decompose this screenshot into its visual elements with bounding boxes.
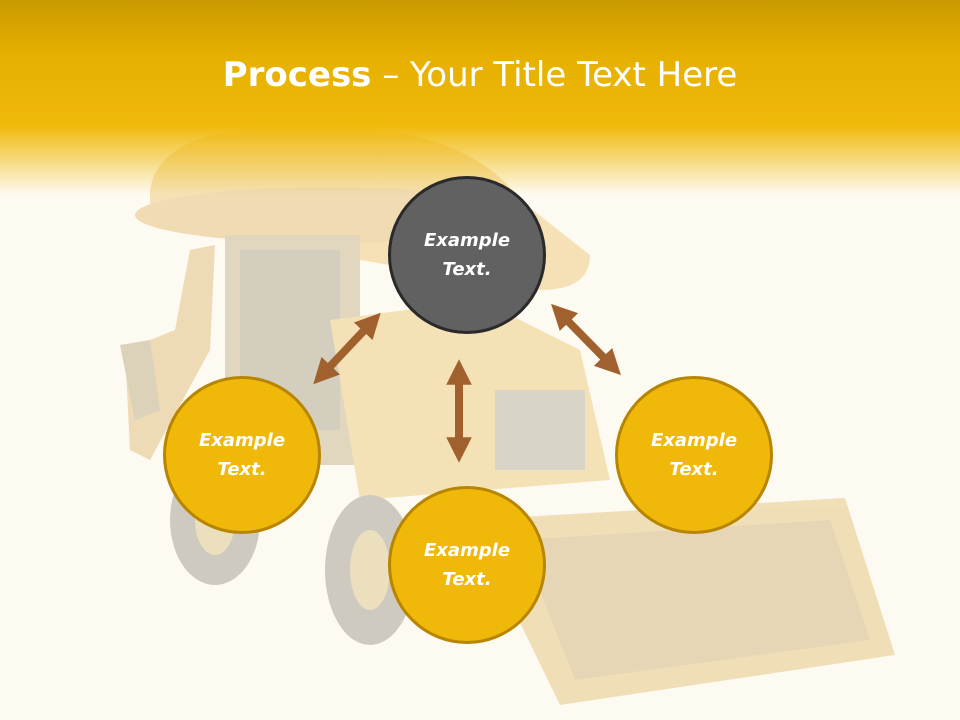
node-bottom-text: Example Text. xyxy=(423,540,511,590)
node-top-text: Example Text. xyxy=(423,230,511,280)
slide-title: Process – Your Title Text Here xyxy=(0,52,960,98)
process-node-right[interactable]: Example Text. xyxy=(615,376,773,534)
node-left-text: Example Text. xyxy=(198,430,286,480)
title-rest-part: – Your Title Text Here xyxy=(371,55,738,95)
arrow-top-right xyxy=(551,303,621,376)
header-band xyxy=(0,0,960,200)
title-bold-part: Process xyxy=(222,55,372,95)
node-right-text: Example Text. xyxy=(650,430,738,480)
process-node-left[interactable]: Example Text. xyxy=(163,376,321,534)
arrow-top-left xyxy=(313,312,381,385)
process-node-top[interactable]: Example Text. xyxy=(388,176,546,334)
process-node-bottom[interactable]: Example Text. xyxy=(388,486,546,644)
